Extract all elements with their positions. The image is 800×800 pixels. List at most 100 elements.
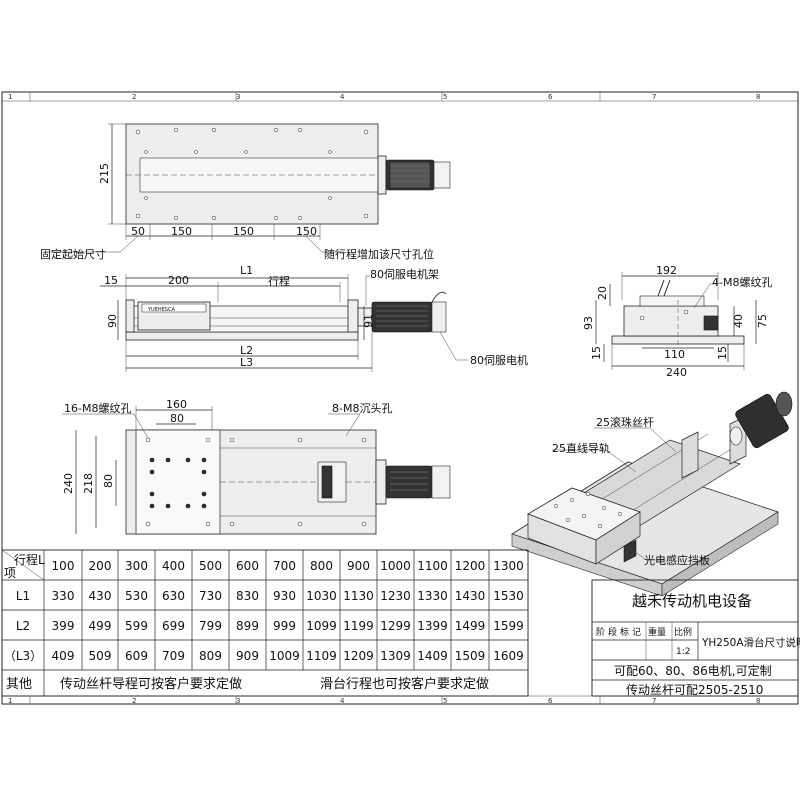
dim-50: 50 — [131, 225, 145, 238]
table-cell: 1530 — [493, 589, 524, 603]
table-cell: 1609 — [493, 649, 524, 663]
dim-150-b: 150 — [233, 225, 254, 238]
dim-80: 80 — [170, 412, 184, 425]
screw-note: 传动丝杆可配2505-2510 — [626, 682, 763, 697]
table-cell: 930 — [273, 589, 296, 603]
dim-218: 218 — [82, 473, 95, 494]
stroke-cell: 700 — [273, 559, 296, 573]
table-header-item: 项 — [4, 566, 16, 580]
svg-text:6: 6 — [548, 697, 553, 705]
tb-cell-2: 段 — [608, 626, 617, 638]
dim-93: 93 — [582, 316, 595, 330]
end-view: 192 20 93 40 75 15 15 110 240 4-M8螺纹孔 — [582, 264, 772, 379]
dim-15: 15 — [104, 274, 118, 287]
col-label-3: 3 — [236, 93, 240, 101]
stroke-cell: 600 — [236, 559, 259, 573]
title-block: 越禾传动机电设备 阶 段 标 记 重量 比例 1:2 YH250A滑台尺寸说明 … — [591, 579, 800, 697]
stroke-cell: 400 — [162, 559, 185, 573]
table-cell: 1299 — [380, 619, 411, 633]
row-label: L2 — [16, 619, 30, 633]
stroke-cell: 900 — [347, 559, 370, 573]
table-cell: 1599 — [493, 619, 524, 633]
svg-text:1: 1 — [8, 697, 12, 705]
stroke-cell: 1000 — [380, 559, 411, 573]
label-photo-sensor: 光电感应挡板 — [644, 553, 710, 567]
table-cell: 1330 — [417, 589, 448, 603]
stroke-cell: 300 — [125, 559, 148, 573]
tb-cell-1: 阶 — [596, 626, 605, 638]
table-cell: 999 — [273, 619, 296, 633]
col-label-5: 5 — [443, 93, 447, 101]
dim-40: 40 — [732, 314, 745, 328]
table-cell: 399 — [52, 619, 75, 633]
table-cell: 799 — [199, 619, 222, 633]
drawing-frame — [1, 91, 799, 705]
iso-holes — [553, 491, 623, 529]
note-motor-mount: 80伺服电机架 — [370, 267, 439, 281]
motor-note: 可配60、80、86电机,可定制 — [614, 663, 772, 678]
table-cell: 1199 — [343, 619, 374, 633]
tb-cell-3: 标 — [620, 626, 629, 638]
svg-text:5: 5 — [443, 697, 447, 705]
col-label-6: 6 — [548, 93, 553, 101]
note-16-m8-thread: 16-M8螺纹孔 — [64, 401, 131, 415]
drawing-title: YH250A滑台尺寸说明 — [701, 636, 800, 649]
table-cell: 699 — [162, 619, 185, 633]
table-cell: 899 — [236, 619, 259, 633]
table-cell: 1109 — [306, 649, 337, 663]
label-linear-rail: 25直线导轨 — [552, 441, 610, 455]
table-cell: 409 — [52, 649, 75, 663]
svg-text:4: 4 — [340, 697, 345, 705]
tb-weight: 重量 — [648, 626, 666, 638]
dim-150-c: 150 — [296, 225, 317, 238]
col-label-7: 7 — [652, 93, 656, 101]
table-cell: 830 — [236, 589, 259, 603]
table-cell: 1409 — [417, 649, 448, 663]
dim-75: 75 — [756, 314, 769, 328]
table-cell: 1430 — [455, 589, 486, 603]
dim-20: 20 — [596, 286, 609, 300]
note-4-m8-thread: 4-M8螺纹孔 — [712, 275, 772, 289]
note-8-m8-countersink: 8-M8沉头孔 — [332, 402, 392, 415]
note-fixed-start: 固定起始尺寸 — [40, 247, 106, 261]
stroke-cell: 100 — [52, 559, 75, 573]
dim-150-a: 150 — [171, 225, 192, 238]
dim-160: 160 — [166, 398, 187, 411]
table-cell: 1209 — [343, 649, 374, 663]
table-cell: 530 — [125, 589, 148, 603]
side-view: YUEHESCA L1 15 200 行程 90 91 L2 — [100, 264, 528, 372]
dim-215: 215 — [98, 163, 111, 184]
table-cell: 1309 — [380, 649, 411, 663]
table-cell: 330 — [52, 589, 75, 603]
company-name: 越禾传动机电设备 — [632, 592, 752, 610]
dim-stroke: 行程 — [268, 275, 290, 288]
col-label-1: 1 — [8, 93, 12, 101]
table-cell: 499 — [89, 619, 112, 633]
note-hole-increase: 随行程增加该尺寸孔位 — [324, 247, 434, 261]
table-cell: 1009 — [269, 649, 300, 663]
dim-200: 200 — [168, 274, 189, 287]
note-lead-custom: 传动丝杆导程可按客户要求定做 — [60, 676, 242, 692]
dim-80-v: 80 — [102, 474, 115, 488]
table-cell: 730 — [199, 589, 222, 603]
svg-text:2: 2 — [132, 697, 136, 705]
table-header-stroke: 行程L — [14, 552, 45, 567]
table-cell: 1230 — [380, 589, 411, 603]
row-label: （L3） — [4, 649, 42, 663]
brand-label: YUEHESCA — [147, 307, 175, 313]
table-cell: 609 — [125, 649, 148, 663]
table-cell: 599 — [125, 619, 148, 633]
row-label: L1 — [16, 589, 30, 603]
frame-ticks — [29, 92, 601, 704]
table-cell: 909 — [236, 649, 259, 663]
table-cell: 1030 — [306, 589, 337, 603]
dim-L1: L1 — [240, 264, 253, 277]
label-ball-screw: 25滚珠丝杆 — [596, 415, 654, 429]
dim-L2: L2 — [240, 344, 253, 357]
table-cell: 430 — [89, 589, 112, 603]
stroke-cell: 500 — [199, 559, 222, 573]
mounting-holes — [135, 127, 369, 221]
note-servo-motor: 80伺服电机 — [470, 353, 528, 367]
